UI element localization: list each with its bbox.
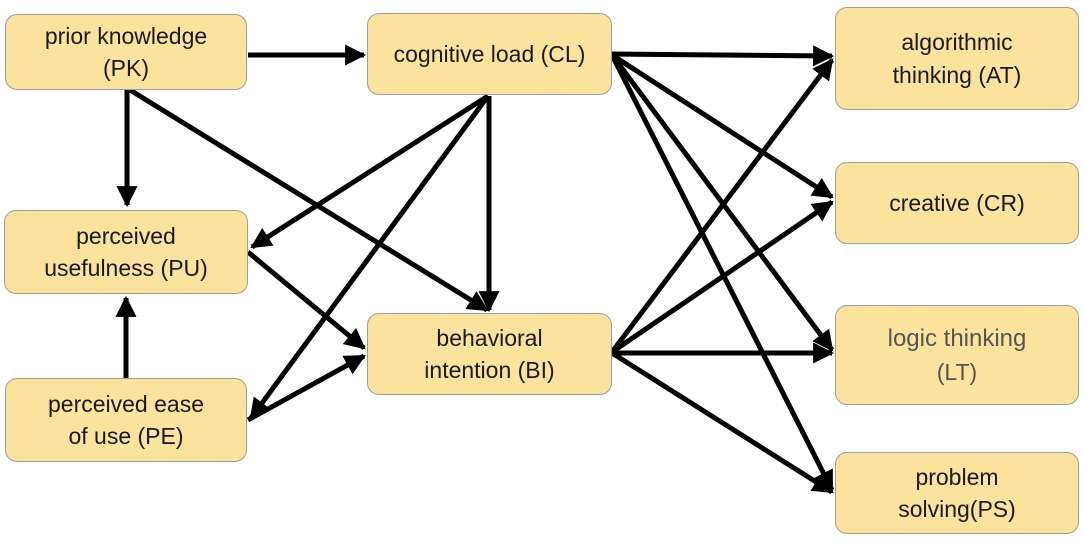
arrow-pe-to-bi (246, 353, 366, 423)
arrow-pk-to-bi (128, 87, 489, 313)
arrow-cl-to-ps (609, 53, 835, 492)
node-perceived-usefulness: perceived usefulness (PU) (4, 210, 248, 294)
arrow-cl-to-cr (610, 52, 834, 200)
arrow-bi-to-ps (610, 350, 834, 495)
node-perceived-ease-of-use: perceived ease of use (PE) (5, 378, 247, 462)
node-label-line: creative (CR) (889, 189, 1025, 216)
node-label-line: prior knowledge (44, 22, 208, 49)
node-label-line: perceived ease (48, 390, 204, 417)
node-label-line: of use (PE) (68, 423, 184, 449)
arrow-cl-to-pu (250, 93, 490, 250)
arrow-bi-to-at (610, 58, 834, 354)
node-label-line: behavioral (436, 324, 543, 351)
arrow-bi-to-cr (610, 199, 834, 355)
arrow-pu-to-bi (246, 250, 366, 350)
node-label-line: logic thinking (887, 325, 1027, 353)
node-label-line: problem (915, 463, 999, 490)
node-cognitive-load: cognitive load (CL) (367, 13, 612, 95)
arrows-layer (115, 44, 835, 495)
node-label-line: algorithmic (901, 29, 1013, 56)
node-creative: creative (CR) (835, 162, 1079, 244)
node-algorithmic-thinking: algorithmic thinking (AT) (835, 7, 1079, 110)
node-label-line: (PK) (103, 55, 149, 81)
node-label-line: perceived (76, 222, 176, 249)
node-label-line: usefulness (PU) (44, 255, 208, 281)
node-prior-knowledge: prior knowledge (PK) (5, 14, 247, 90)
node-label-line: solving(PS) (898, 496, 1016, 522)
arrow-cl-to-at (611, 45, 835, 67)
node-label-line: thinking (AT) (892, 61, 1022, 88)
arrow-cl-to-pe (248, 94, 491, 420)
node-problem-solving: problem solving(PS) (835, 452, 1079, 534)
node-behavioral-intention: behavioral intention (BI) (367, 313, 612, 395)
node-label-line: intention (BI) (424, 357, 555, 383)
node-label-line: (LT) (936, 358, 978, 385)
node-label-line: cognitive load (CL) (393, 40, 586, 67)
node-logic-thinking: logic thinking (LT) (835, 305, 1079, 405)
